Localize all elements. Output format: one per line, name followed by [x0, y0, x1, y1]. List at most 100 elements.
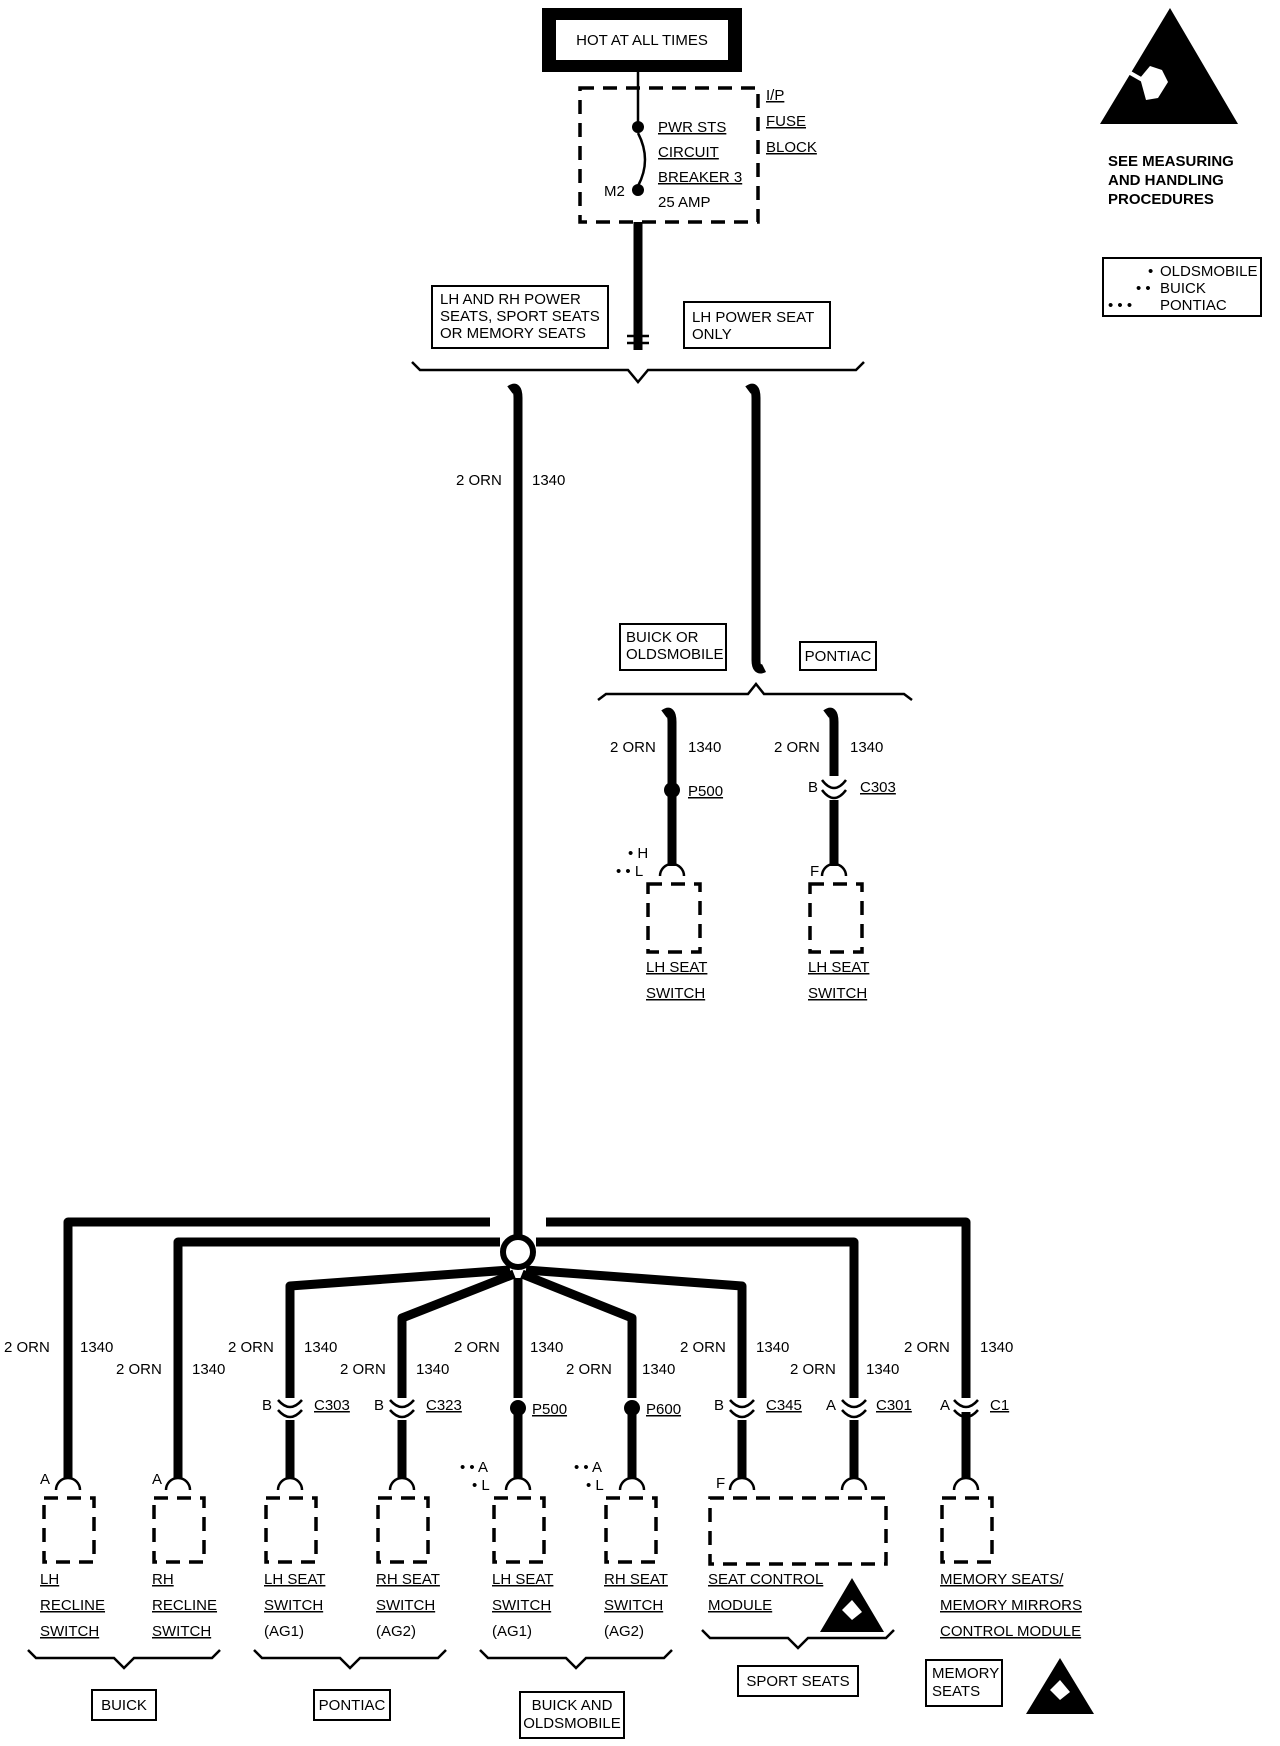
sub-option-right: PONTIAC [799, 641, 877, 671]
group-brace-buick-olds [479, 1649, 673, 1670]
terminal-m2: M2 [604, 183, 625, 200]
lower-branch-2: 2 ORN 1340 A RH RECLINE SWITCH [116, 1361, 225, 1640]
svg-text:1340: 1340 [416, 1361, 449, 1378]
svg-text:A: A [940, 1397, 950, 1414]
svg-text:SWITCH: SWITCH [152, 1623, 211, 1640]
svg-text:SPORT SEATS: SPORT SEATS [746, 1673, 849, 1690]
svg-text:• • L: • • L [616, 863, 643, 880]
svg-text:2 ORN: 2 ORN [680, 1339, 726, 1356]
esd-note-2: AND HANDLING [1108, 172, 1224, 189]
lower-branch-3: 2 ORN 1340 B C303 LH SEAT SWITCH (AG1) [228, 1339, 350, 1640]
lower-branch-6: 2 ORN 1340 P600 • • A • L RH SEAT SWITCH… [566, 1361, 681, 1640]
svg-text:SEATS: SEATS [932, 1683, 980, 1700]
svg-text:• • A: • • A [574, 1459, 602, 1476]
svg-text:LH POWER SEAT: LH POWER SEAT [692, 309, 814, 326]
svg-text:BUICK: BUICK [101, 1697, 147, 1714]
sub-option-brace [597, 681, 913, 701]
esd-note-1: SEE MEASURING [1108, 153, 1234, 170]
svg-text:RH SEAT: RH SEAT [376, 1571, 440, 1588]
lower-branch-5: 2 ORN 1340 P500 • • A • L LH SEAT SWITCH… [454, 1339, 567, 1640]
svg-text:1340: 1340 [980, 1339, 1013, 1356]
sub-option-left: BUICK OR OLDSMOBILE [619, 623, 727, 671]
svg-text:2 ORN: 2 ORN [4, 1339, 50, 1356]
main-wire [507, 383, 523, 1252]
svg-text:PONTIAC: PONTIAC [319, 1697, 386, 1714]
svg-text:A: A [40, 1471, 50, 1488]
connector-c345: C345 [766, 1397, 802, 1414]
svg-text:2 ORN: 2 ORN [566, 1361, 612, 1378]
fuse-block-2: FUSE [766, 113, 806, 130]
connector-c303-lower: C303 [314, 1397, 350, 1414]
fuse-block-3: BLOCK [766, 139, 817, 156]
group-buick: BUICK [91, 1689, 157, 1721]
svg-text:CONTROL MODULE: CONTROL MODULE [940, 1623, 1081, 1640]
svg-text:B: B [714, 1397, 724, 1414]
lower-branch-8: 2 ORN 1340 A C301 [790, 1361, 912, 1491]
svg-text:RH: RH [152, 1571, 174, 1588]
esd-icon-seat-module [820, 1578, 884, 1632]
legend-pontiac: PONTIAC [1160, 297, 1227, 314]
svg-text:2 ORN: 2 ORN [454, 1339, 500, 1356]
svg-text:• H: • H [628, 845, 648, 862]
svg-text:BUICK OR: BUICK OR [626, 629, 699, 646]
svg-text:2 ORN: 2 ORN [116, 1361, 162, 1378]
svg-text:LH SEAT: LH SEAT [492, 1571, 553, 1588]
upper-branch-1: 2 ORN 1340 P500 • H • • L LH SEAT SWITCH [610, 707, 723, 1002]
svg-text:B: B [374, 1397, 384, 1414]
svg-text:SWITCH: SWITCH [808, 985, 867, 1002]
legend: • OLDSMOBILE • • BUICK • • • PONTIAC [1102, 257, 1262, 317]
lower-branch-7: 2 ORN 1340 B C345 F SEAT CONTROL MODULE [680, 1339, 888, 1614]
legend-oldsmobile: OLDSMOBILE [1160, 263, 1258, 280]
svg-text:LH: LH [40, 1571, 59, 1588]
esd-warning-icon [1100, 8, 1238, 124]
legend-dots-3: • • • [1108, 297, 1132, 314]
svg-text:RECLINE: RECLINE [40, 1597, 105, 1614]
svg-text:PONTIAC: PONTIAC [805, 648, 872, 665]
group-memory-seats: MEMORY SEATS [925, 1659, 1003, 1707]
svg-text:B: B [808, 779, 818, 796]
svg-text:2 ORN: 2 ORN [228, 1339, 274, 1356]
breaker-line-4: 25 AMP [658, 194, 711, 211]
svg-text:MEMORY: MEMORY [932, 1665, 999, 1682]
group-brace-buick [27, 1649, 221, 1670]
lower-branch-9: 2 ORN 1340 A C1 MEMORY SEATS/ MEMORY MIR… [904, 1339, 1082, 1640]
connector-c303-upper: C303 [860, 779, 896, 796]
svg-text:2 ORN: 2 ORN [774, 739, 820, 756]
lh-power-seat-wire [745, 383, 767, 674]
group-buick-oldsmobile: BUICK AND OLDSMOBILE [519, 1691, 625, 1739]
svg-text:SWITCH: SWITCH [376, 1597, 435, 1614]
svg-text:2 ORN: 2 ORN [340, 1361, 386, 1378]
svg-text:2 ORN: 2 ORN [904, 1339, 950, 1356]
svg-text:SWITCH: SWITCH [492, 1597, 551, 1614]
hot-at-all-times-box: HOT AT ALL TIMES [542, 8, 742, 72]
upper-branch-2: 2 ORN 1340 B C303 F LH SEAT SWITCH [774, 707, 896, 1002]
svg-text:1340: 1340 [688, 739, 721, 756]
splice-hub [500, 1234, 536, 1270]
option-box-right: LH POWER SEAT ONLY [683, 301, 831, 349]
main-wire-gauge: 2 ORN [456, 472, 502, 489]
lower-branch-1: 2 ORN 1340 A LH RECLINE SWITCH [4, 1339, 113, 1640]
splice-hub-wires [63, 1217, 971, 1478]
svg-text:1340: 1340 [866, 1361, 899, 1378]
svg-text:SWITCH: SWITCH [40, 1623, 99, 1640]
svg-text:1340: 1340 [756, 1339, 789, 1356]
svg-text:OR MEMORY SEATS: OR MEMORY SEATS [440, 325, 586, 342]
svg-text:BUICK AND: BUICK AND [532, 1697, 613, 1714]
option-box-left: LH AND RH POWER SEATS, SPORT SEATS OR ME… [431, 285, 609, 349]
svg-text:ONLY: ONLY [692, 326, 732, 343]
legend-dots-2: • • [1136, 280, 1151, 297]
svg-text:A: A [152, 1471, 162, 1488]
splice-p500-lower: P500 [532, 1401, 567, 1418]
svg-text:1340: 1340 [304, 1339, 337, 1356]
breaker-line-2: CIRCUIT [658, 144, 719, 161]
esd-note-3: PROCEDURES [1108, 191, 1214, 208]
group-brace-pontiac [253, 1649, 447, 1670]
svg-text:OLDSMOBILE: OLDSMOBILE [626, 646, 724, 663]
svg-text:MEMORY SEATS/: MEMORY SEATS/ [940, 1571, 1064, 1588]
group-pontiac: PONTIAC [313, 1689, 391, 1721]
svg-text:LH SEAT: LH SEAT [808, 959, 869, 976]
fuse-block-1: I/P [766, 87, 784, 104]
svg-text:MEMORY MIRRORS: MEMORY MIRRORS [940, 1597, 1082, 1614]
svg-text:B: B [262, 1397, 272, 1414]
hot-label: HOT AT ALL TIMES [576, 32, 708, 49]
